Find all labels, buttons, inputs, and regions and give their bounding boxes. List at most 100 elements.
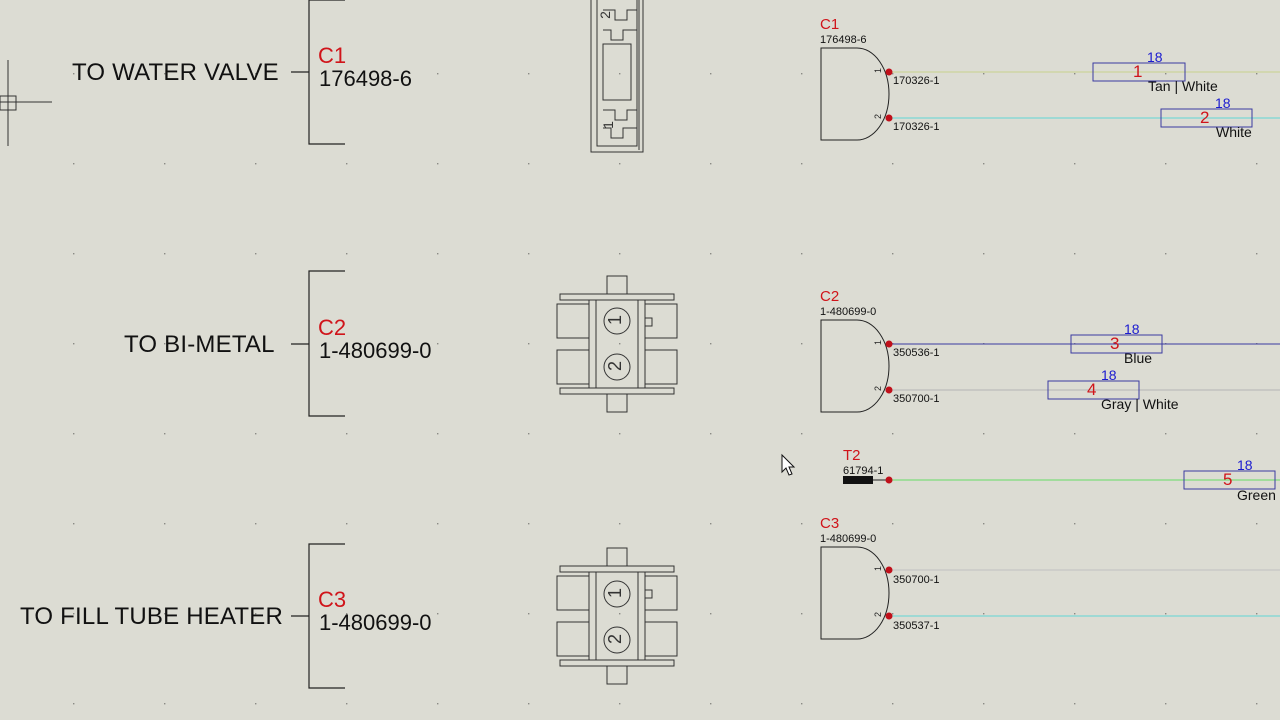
terminal-part-t2: 61794-1 (843, 465, 884, 477)
schematic-part-c2: 1-480699-0 (820, 306, 877, 318)
grid-dot (164, 433, 166, 435)
grid-dot (983, 523, 985, 525)
schematic-ref-c3: C3 (820, 515, 840, 532)
grid-dot (437, 433, 439, 435)
grid-dot (892, 433, 894, 435)
wire-4-gauge: 18 (1101, 367, 1117, 383)
pin-dot[interactable] (885, 114, 893, 122)
grid-dot (710, 343, 712, 345)
grid-dot (619, 73, 621, 75)
pin-dots (885, 68, 893, 620)
grid-dot (1165, 73, 1167, 75)
grid-dot (1074, 433, 1076, 435)
grid-dot (528, 253, 530, 255)
schematic-connector-c3-symbol[interactable] (820, 546, 890, 640)
grid-dot (619, 163, 621, 165)
pin-dot[interactable] (885, 476, 893, 484)
grid-dot (73, 253, 75, 255)
wire-3-label-box[interactable] (1070, 334, 1163, 354)
grid-dot (437, 343, 439, 345)
grid-dot (892, 73, 894, 75)
wire-2-color: White (1216, 124, 1252, 140)
grid-dot (801, 433, 803, 435)
grid-dot (892, 703, 894, 705)
grid-dot (528, 613, 530, 615)
grid-dot (255, 433, 257, 435)
grid-dot (619, 613, 621, 615)
grid-dot (346, 253, 348, 255)
housing-c3-face-view (556, 547, 678, 685)
grid-dot (255, 343, 257, 345)
grid-dot (255, 73, 257, 75)
grid-dot (619, 523, 621, 525)
schematic-pin-number: 2 (873, 611, 884, 618)
grid-dot (1256, 253, 1258, 255)
grid-dot (528, 343, 530, 345)
housing-c3-pin-label: 2 (605, 633, 626, 645)
grid-dot (437, 703, 439, 705)
grid-dot (801, 163, 803, 165)
grid-dot (73, 343, 75, 345)
housing-c3-pin-2 (603, 626, 631, 654)
schematic-pin-number: 1 (873, 67, 884, 74)
grid-dot (528, 73, 530, 75)
destination-label-fill-tube-heater: TO FILL TUBE HEATER (20, 603, 283, 630)
pin-dot[interactable] (885, 340, 893, 348)
pin-terminal-part: 350537-1 (893, 620, 940, 632)
grid-dot (983, 433, 985, 435)
grid-dot (619, 253, 621, 255)
terminal-t2-symbol[interactable] (843, 476, 889, 484)
grid-dot (1256, 523, 1258, 525)
grid-dot (1165, 613, 1167, 615)
pin-dot[interactable] (885, 386, 893, 394)
grid-dot (619, 703, 621, 705)
pin-dot[interactable] (885, 566, 893, 574)
pin-terminal-part: 350536-1 (893, 347, 940, 359)
grid-dot (892, 523, 894, 525)
grid-dot (892, 253, 894, 255)
grid-dot (1165, 703, 1167, 705)
grid-dot (164, 613, 166, 615)
schematic-ref-c2: C2 (820, 288, 840, 305)
grid-dot (528, 163, 530, 165)
connector-part-c1: 176498-6 (319, 66, 412, 91)
housing-c1-pin-label: 1 (599, 121, 616, 129)
pin-terminal-part: 350700-1 (893, 574, 940, 586)
grid-dot (1074, 613, 1076, 615)
schematic-connector-c2-symbol[interactable] (820, 319, 890, 413)
terminal-ref-t2: T2 (843, 447, 861, 464)
pin-terminal-part: 170326-1 (893, 121, 940, 133)
grid-dot (801, 73, 803, 75)
wire-3-color: Blue (1124, 350, 1153, 366)
wire-4-label-box[interactable] (1047, 380, 1140, 400)
grid-dot (528, 433, 530, 435)
grid-dot (1165, 523, 1167, 525)
grid-dot (1074, 73, 1076, 75)
mouse-pointer-icon (781, 453, 796, 476)
wire-2-label-box[interactable] (1160, 108, 1253, 128)
wire-1-label-box[interactable] (1092, 62, 1186, 82)
wire-5-label-box[interactable] (1183, 470, 1276, 490)
schematic-pin-number: 2 (873, 385, 884, 392)
connector-part-c2: 1-480699-0 (319, 338, 432, 363)
pin-dot[interactable] (885, 68, 893, 76)
grid-dot (73, 73, 75, 75)
connector-ref-c3: C3 (318, 587, 347, 612)
grid-dot (164, 703, 166, 705)
left-connector-bracket-c2 (291, 270, 345, 417)
pin-dot[interactable] (885, 612, 893, 620)
housing-c3-pin-1 (603, 580, 631, 608)
grid-dot (710, 523, 712, 525)
housing-c1-side-view (590, 0, 644, 153)
wire-4-color: Gray | White (1101, 396, 1179, 412)
wire-3-number: 3 (1110, 334, 1120, 353)
grid-dot (1165, 163, 1167, 165)
schematic-connector-c1-symbol[interactable] (820, 47, 890, 141)
grid-dot (1165, 253, 1167, 255)
grid-dot (1256, 73, 1258, 75)
grid-dot (710, 433, 712, 435)
grid-dot (346, 703, 348, 705)
connector-ref-c1: C1 (318, 43, 347, 68)
schematic-pin-number: 1 (873, 565, 884, 572)
